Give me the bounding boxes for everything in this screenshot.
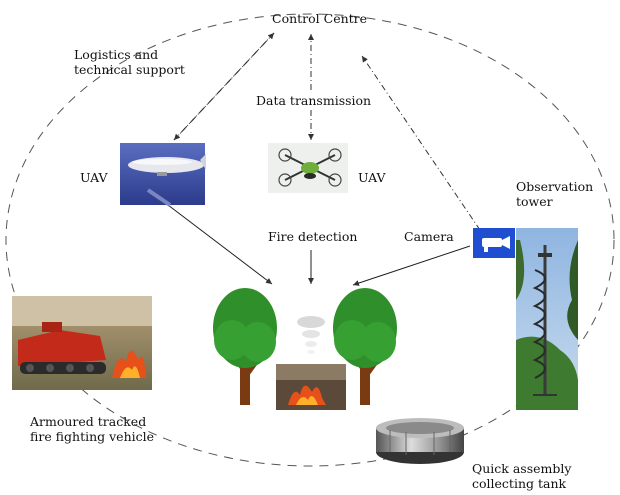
armoured-vehicle-label-line1: Armoured tracked: [30, 414, 147, 429]
fire-image: [276, 364, 346, 410]
collecting-tank-label-line2: collecting tank: [472, 476, 567, 491]
uav-drone-image: [268, 143, 348, 193]
tree-left: [213, 288, 277, 405]
tree-right: [333, 288, 397, 405]
uav-right-label: UAV: [358, 170, 386, 185]
link-tower-control: [361, 55, 481, 231]
arrow-uav-to-fire: [167, 204, 273, 285]
data-transmission-label: Data transmission: [256, 93, 372, 108]
fire-detection-label: Fire detection: [268, 229, 358, 244]
arrow-camera-to-fire: [352, 245, 471, 286]
observation-tower-label-line2: tower: [516, 194, 553, 209]
camera-icon: [473, 228, 515, 258]
observation-tower-label-line1: Observation: [516, 179, 594, 194]
observation-tower-image: [516, 228, 578, 410]
collecting-tank-label: Quick assembly collecting tank: [472, 461, 571, 491]
smoke-plume: [297, 316, 325, 354]
collecting-tank-image: [376, 418, 464, 464]
collecting-tank-label-line1: Quick assembly: [472, 461, 572, 476]
uav-left-label: UAV: [80, 170, 108, 185]
logistics-label-line2: technical support: [74, 62, 185, 77]
armoured-vehicle-label: Armoured tracked fire fighting vehicle: [30, 414, 154, 444]
armoured-vehicle-label-line2: fire fighting vehicle: [30, 429, 155, 444]
link-uav-left-control: [173, 32, 275, 141]
logistics-label-line1: Logistics and: [74, 47, 159, 62]
network-loop: [5, 13, 615, 467]
observation-tower-label: Observation tower: [516, 179, 593, 209]
armoured-vehicle-image: [12, 296, 152, 390]
camera-label: Camera: [404, 229, 454, 244]
logistics-label: Logistics and technical support: [74, 47, 185, 77]
control-centre-label: Control Centre: [272, 11, 368, 26]
uav-airship-image: [120, 143, 206, 207]
